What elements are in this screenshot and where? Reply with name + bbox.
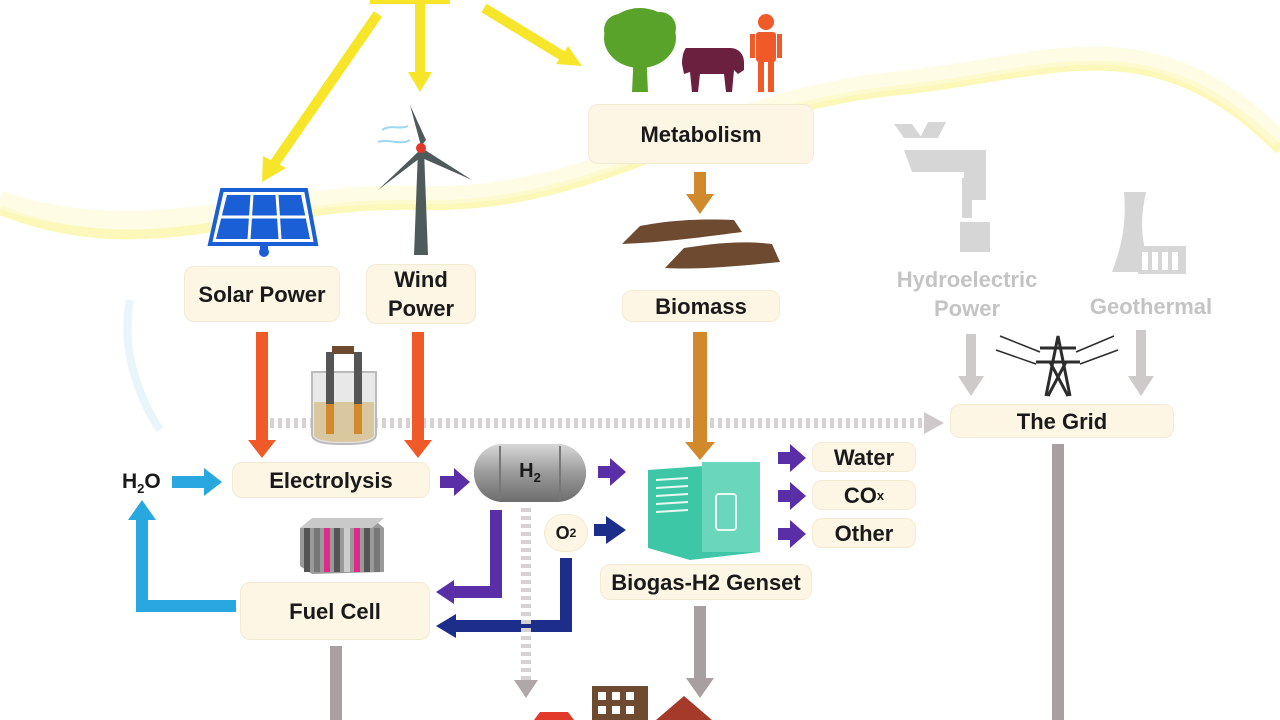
hydroelectric-label: Hydroelectric Power — [896, 267, 1038, 321]
fuel-cell-label: Fuel Cell — [289, 598, 381, 624]
metabolism-node: Metabolism — [588, 104, 814, 164]
wind-power-node: Wind Power — [366, 264, 476, 324]
electrolysis-label: Electrolysis — [269, 467, 393, 493]
water-input-label: H2O — [122, 470, 161, 497]
dam-icon — [894, 122, 990, 252]
soil-icon — [622, 219, 780, 269]
beaker-icon — [311, 346, 377, 446]
sun-icon — [262, 0, 582, 182]
house-icon — [656, 696, 712, 720]
output-other: Other — [812, 518, 916, 548]
water-to-electrolysis-arrow — [172, 468, 222, 496]
tank-icon — [474, 444, 586, 502]
genset-to-loads-arrow — [686, 606, 714, 698]
hydroelectric-node: Hydroelectric Power — [884, 264, 1050, 324]
output-other-label: Other — [834, 520, 894, 546]
tree-icon — [604, 8, 676, 92]
hydro-to-grid-arrow — [958, 334, 984, 396]
solar-to-electrolysis-arrow — [248, 332, 276, 458]
wind-power-label: Wind Power — [387, 267, 455, 321]
biomass-label: Biomass — [655, 293, 747, 319]
genset-output-arrows — [778, 444, 806, 548]
grid-output-line — [1052, 444, 1064, 720]
building-icon — [592, 686, 648, 720]
pylon-icon — [995, 335, 1119, 397]
cow-icon — [682, 48, 744, 92]
solar-power-label: Solar Power — [198, 281, 326, 307]
oxygen-to-fuelcell-arrow — [436, 558, 572, 638]
fuelcell-output-line — [330, 646, 342, 720]
electrolysis-node: Electrolysis — [232, 462, 430, 498]
cooling-tower-icon — [1112, 192, 1186, 274]
hydrogen-to-genset-arrow — [598, 458, 626, 486]
oxygen-to-genset-arrow — [594, 516, 626, 544]
fuelcell-to-water-arrow — [128, 500, 236, 612]
fuel-cell-icon — [300, 518, 384, 574]
solar-power-node: Solar Power — [184, 266, 340, 322]
geothermal-to-grid-arrow — [1128, 330, 1154, 396]
fuel-cell-node: Fuel Cell — [240, 582, 430, 640]
solar-panel-icon — [207, 188, 319, 257]
metabolism-label: Metabolism — [640, 121, 762, 147]
genset-node: Biogas-H2 Genset — [600, 564, 812, 600]
hydrogen-label: H2 — [519, 460, 541, 485]
electrolysis-to-hydrogen-arrow — [440, 468, 470, 496]
genset-icon — [648, 462, 760, 560]
output-water-label: Water — [833, 444, 895, 470]
biomass-to-genset-arrow — [685, 332, 715, 460]
geothermal-node: Geothermal — [1080, 290, 1222, 322]
biomass-node: Biomass — [622, 290, 780, 322]
metabolism-to-biomass-arrow — [686, 172, 714, 214]
hydrogen-to-fuelcell-arrow — [436, 510, 502, 604]
output-water: Water — [812, 442, 916, 472]
genset-label: Biogas-H2 Genset — [611, 569, 801, 595]
grid-node: The Grid — [950, 404, 1174, 438]
wind-turbine-icon — [377, 105, 472, 255]
geothermal-label: Geothermal — [1089, 293, 1213, 319]
electric-to-grid-dotted-arrow — [270, 412, 944, 434]
person-icon — [750, 14, 782, 92]
hydrogen-to-loads-dotted-arrow — [514, 508, 538, 698]
grid-label: The Grid — [1016, 408, 1108, 434]
wind-to-electrolysis-arrow — [404, 332, 432, 458]
car-icon — [534, 712, 574, 720]
